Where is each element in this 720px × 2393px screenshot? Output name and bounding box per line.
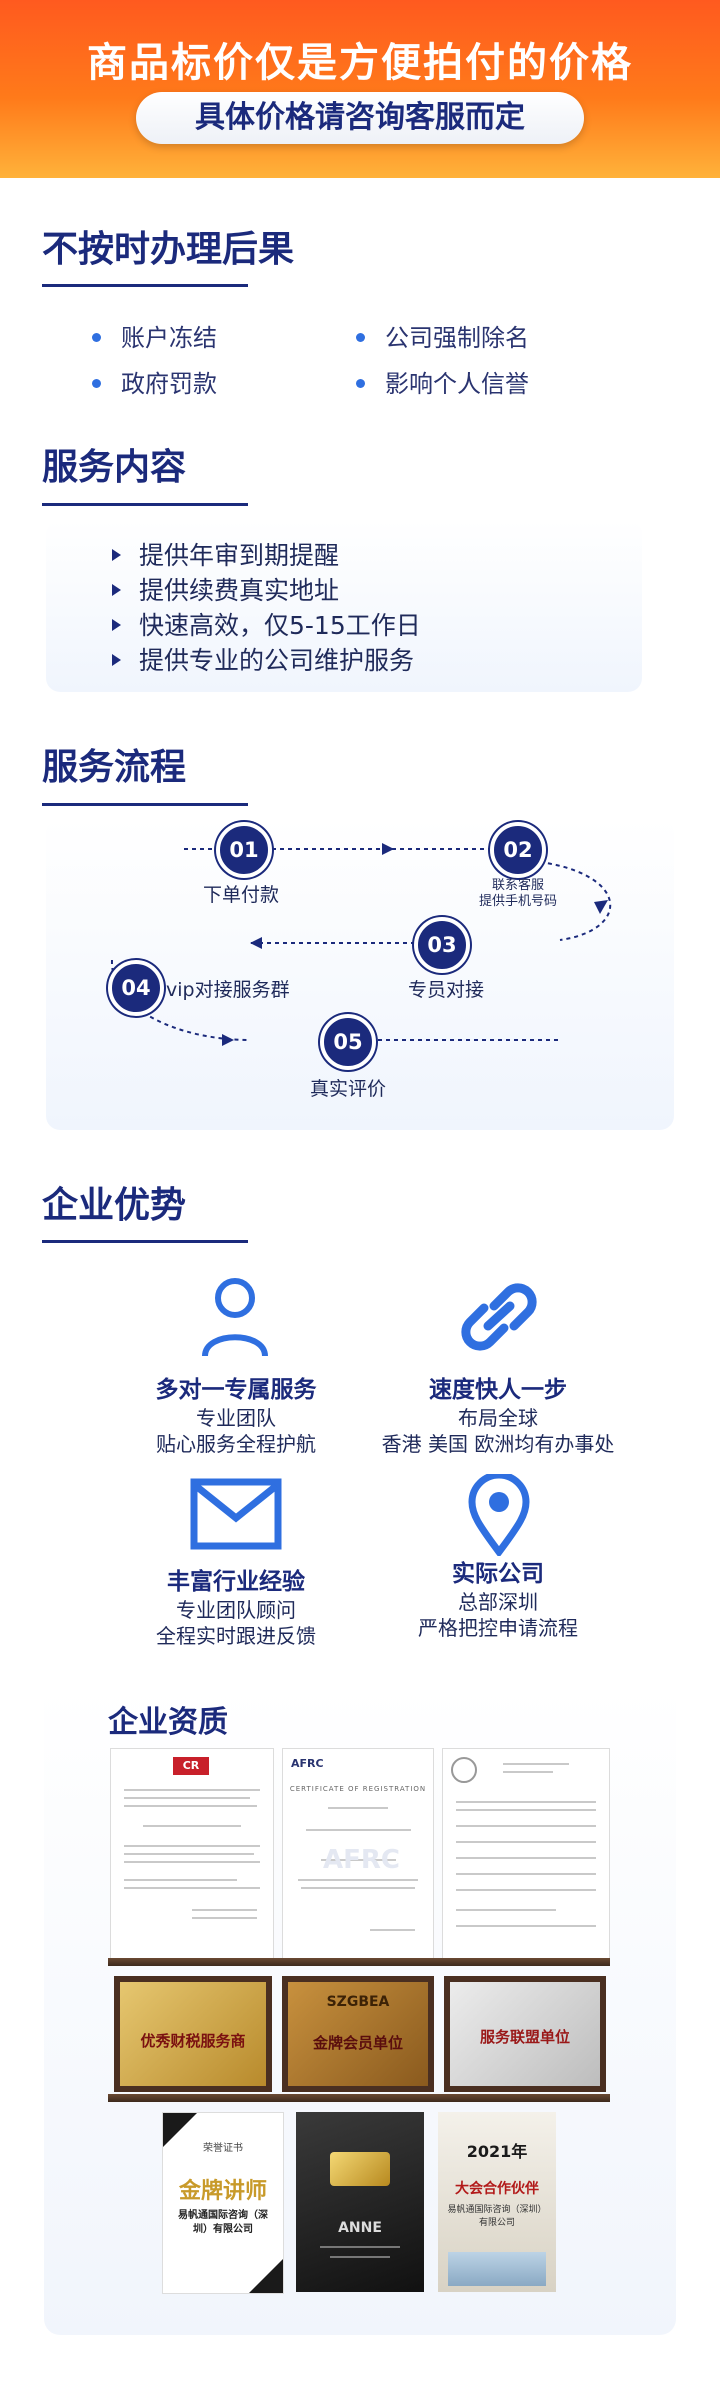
shelf xyxy=(108,2094,610,2102)
step-01-label: 下单付款 xyxy=(203,884,280,906)
section-underline xyxy=(42,503,248,506)
hero-subtitle-pill: 具体价格请咨询客服而定 xyxy=(136,92,584,144)
cert-registrar-doc xyxy=(442,1748,610,1960)
step-04-label: vip对接服务群 xyxy=(166,979,290,1001)
section-underline xyxy=(42,284,248,287)
plaque-bronze: SZGBEA 金牌会员单位 xyxy=(282,1976,434,2092)
award-anne: ANNE xyxy=(296,2112,424,2292)
advantages-title: 企业优势 xyxy=(42,1185,187,1226)
hero-banner: 商品标价仅是方便拍付的价格 具体价格请咨询客服而定 xyxy=(0,0,720,178)
advantage-line: 布局全球 xyxy=(458,1406,538,1430)
registrar-seal-icon xyxy=(451,1757,477,1783)
location-pin-icon xyxy=(468,1474,530,1556)
advantage-line: 香港 美国 欧洲均有办事处 xyxy=(381,1432,615,1456)
plaque-gold: 优秀财税服务商 xyxy=(114,1976,272,2092)
advantage-line: 专业团队顾问 xyxy=(176,1598,296,1622)
qualifications-title: 企业资质 xyxy=(108,1705,228,1740)
consequence-item: 账户冻结 xyxy=(92,318,217,353)
city-skyline-image xyxy=(448,2252,546,2286)
service-item: 提供续费真实地址 xyxy=(112,571,339,607)
advantage-title: 丰富行业经验 xyxy=(167,1569,305,1595)
process-title: 服务流程 xyxy=(42,747,187,788)
consequence-item: 公司强制除名 xyxy=(356,318,529,353)
person-icon xyxy=(202,1278,268,1357)
step-03-circle: 03 xyxy=(414,917,470,973)
triangle-bullet-icon xyxy=(112,549,121,561)
consequence-item: 影响个人信誉 xyxy=(356,364,529,399)
step-01-circle: 01 xyxy=(216,822,272,878)
gold-plate-icon xyxy=(330,2152,390,2186)
advantage-line: 专业团队 xyxy=(196,1406,276,1430)
cert-cr-doc: CR xyxy=(110,1748,274,1960)
mail-icon xyxy=(190,1478,282,1550)
consequences-title: 不按时办理后果 xyxy=(42,229,295,270)
advantage-title: 实际公司 xyxy=(452,1561,544,1587)
hero-title: 商品标价仅是方便拍付的价格 xyxy=(87,40,633,86)
advantage-line: 贴心服务全程护航 xyxy=(156,1432,316,1456)
advantage-title: 速度快人一步 xyxy=(429,1377,567,1403)
services-title: 服务内容 xyxy=(42,447,187,488)
step-02-circle: 02 xyxy=(490,822,546,878)
bullet-dot-icon xyxy=(356,378,365,388)
advantage-line: 全程实时跟进反馈 xyxy=(156,1624,316,1648)
cert-afrc-doc: AFRC CERTIFICATE OF REGISTRATION AFRC xyxy=(282,1748,434,1960)
award-gold-lecturer: 荣誉证书 金牌讲师 易帆通国际咨询（深圳）有限公司 xyxy=(162,2112,284,2294)
triangle-bullet-icon xyxy=(112,619,121,631)
link-icon xyxy=(461,1283,537,1351)
section-underline xyxy=(42,1240,248,1243)
service-item: 提供年审到期提醒 xyxy=(112,536,339,572)
shelf xyxy=(108,1958,610,1966)
bullet-dot-icon xyxy=(92,332,101,342)
afrc-watermark: AFRC xyxy=(323,1845,400,1875)
plaque-silver: 服务联盟单位 xyxy=(444,1976,606,2092)
bullet-dot-icon xyxy=(356,332,365,342)
services-card xyxy=(46,520,642,692)
step-02-label: 联系客服提供手机号码 xyxy=(478,878,557,909)
cr-logo: CR xyxy=(173,1757,209,1775)
advantage-line: 总部深圳 xyxy=(458,1590,538,1614)
step-05-label: 真实评价 xyxy=(310,1078,387,1100)
triangle-bullet-icon xyxy=(112,654,121,666)
bullet-dot-icon xyxy=(92,378,101,388)
step-05-circle: 05 xyxy=(320,1014,376,1070)
triangle-bullet-icon xyxy=(112,584,121,596)
service-item: 提供专业的公司维护服务 xyxy=(112,641,414,677)
service-item: 快速高效，仅5-15工作日 xyxy=(112,606,421,642)
award-partner: 2021年 大会合作伙伴 易帆通国际咨询（深圳）有限公司 xyxy=(438,2112,556,2292)
section-underline xyxy=(42,803,248,806)
consequence-item: 政府罚款 xyxy=(92,364,217,399)
step-04-circle: 04 xyxy=(108,960,164,1016)
step-03-label: 专员对接 xyxy=(408,979,485,1001)
process-path xyxy=(110,843,612,1046)
advantage-title: 多对一专属服务 xyxy=(155,1377,317,1403)
advantage-line: 严格把控申请流程 xyxy=(418,1616,578,1640)
